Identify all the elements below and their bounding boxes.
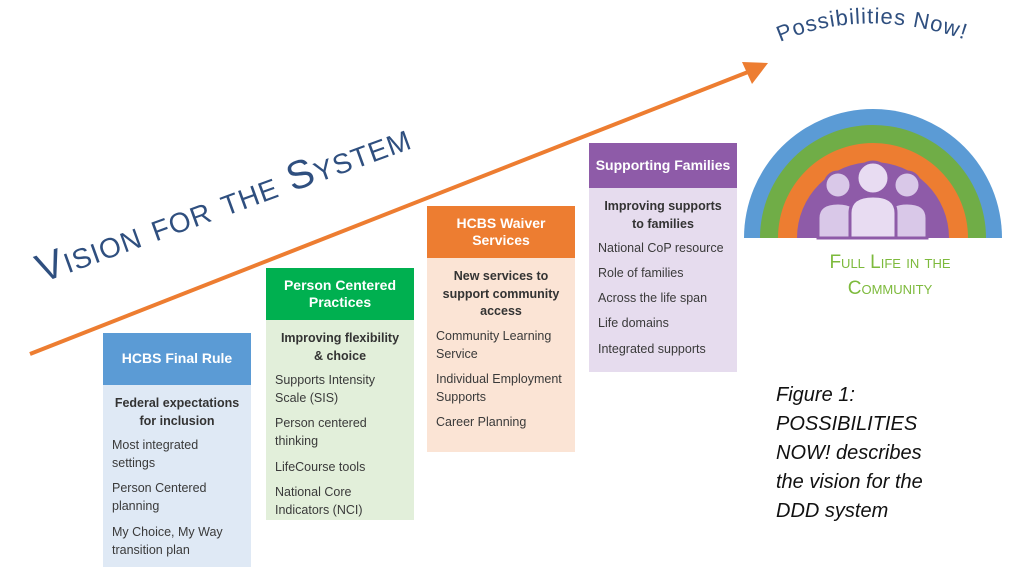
vision-arrowhead [742,62,768,84]
card-item: Integrated supports [598,341,706,356]
card-item: Community Learning Service [436,328,552,361]
card-title: Person Centered Practices [283,276,397,311]
figure-caption: Figure 1: POSSIBILITIES NOW! describes t… [776,381,996,526]
card-supporting-families: Supporting Families Improving supports t… [589,143,737,372]
card-item: National CoP resource [598,241,724,255]
card-item: Career Planning [436,415,527,429]
card-item: My Choice, My Way transition plan [112,524,223,557]
caption-line: the vision for the [776,471,923,493]
card-item: Across the life span [598,291,708,306]
card-item: Individual Employment Supports [436,371,562,404]
card-subtitle: Improving supports to families [604,199,722,231]
card-item: Most integrated settings [112,438,199,471]
possibilities-title: Possibilities Now! [773,3,971,46]
card-item: Person Centered planning [112,481,207,514]
card-subtitle: Federal expectations for inclusion [114,396,240,428]
card-item: National Core Indicators (NCI) [275,484,363,517]
card-header: HCBS Final Rule [103,333,251,385]
card-body: Improving flexibility & choice Supports … [266,320,414,520]
card-item: Life domains [598,316,669,331]
card-item: Role of families [598,266,684,281]
caption-line: DDD system [776,500,889,522]
card-header: Supporting Families [589,143,737,188]
card-title: HCBS Waiver Services [456,214,546,249]
full-life-line: Community [847,277,933,299]
card-item: Person centered thinking [275,416,367,449]
card-body: New services to support community access… [427,258,575,452]
card-title: HCBS Final Rule [121,350,233,367]
card-subtitle: New services to support community access [442,269,560,318]
caption-line: Figure 1: [776,384,855,406]
card-hcbs-waiver-services: HCBS Waiver Services New services to sup… [427,206,575,452]
card-hcbs-final-rule: HCBS Final Rule Federal expectations for… [103,333,251,567]
caption-line: POSSIBILITIES [776,413,918,435]
caption-line: NOW! describes [776,442,922,464]
card-body: Improving supports to families National … [589,188,737,372]
card-body: Federal expectations for inclusion Most … [103,385,251,567]
card-item: LifeCourse tools [275,459,366,474]
full-life-text: Full Life in the Community [780,250,1000,301]
card-header: Person Centered Practices [266,268,414,320]
card-header: HCBS Waiver Services [427,206,575,258]
people-group-icon [816,160,929,240]
card-person-centered-practices: Person Centered Practices Improving flex… [266,268,414,520]
card-subtitle: Improving flexibility & choice [280,331,400,363]
vision-arrow-line [29,70,749,356]
full-life-line: Full Life in the [829,252,951,273]
card-title: Supporting Families [595,156,731,173]
card-item: Supports Intensity Scale (SIS) [275,373,376,406]
